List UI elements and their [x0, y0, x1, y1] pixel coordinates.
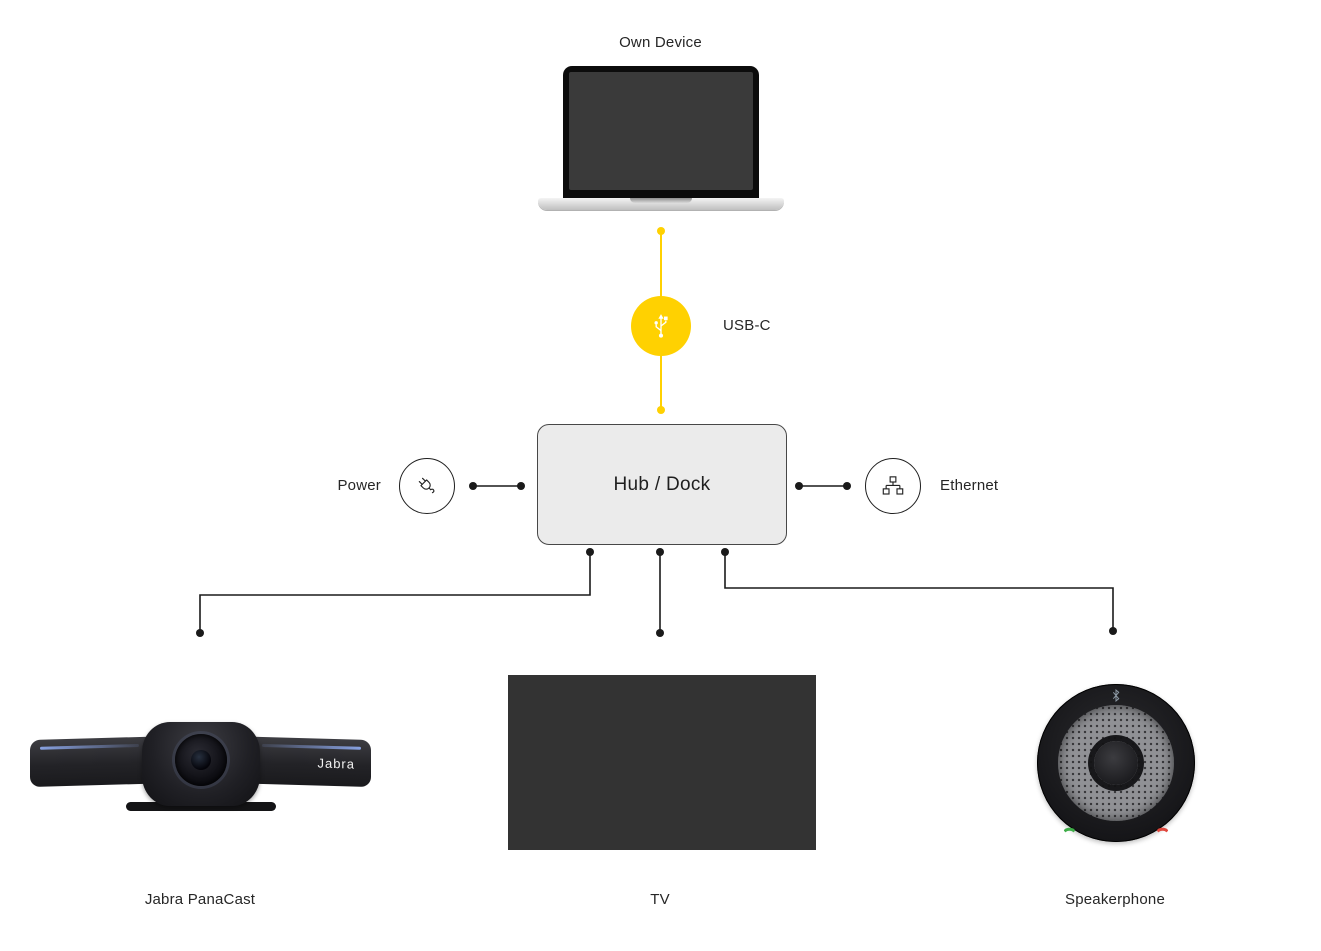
speakerphone-illustration	[1037, 684, 1195, 842]
speakerphone-label: Speakerphone	[1065, 891, 1165, 908]
panacast-camera-drum	[141, 722, 260, 806]
laptop-notch	[630, 198, 692, 203]
panacast-base	[125, 802, 276, 811]
power-node	[399, 458, 455, 514]
power-label: Power	[337, 477, 381, 494]
hub-dock-node: Hub / Dock	[537, 424, 787, 545]
speakerphone-grille	[1058, 705, 1174, 821]
usb-c-node	[631, 296, 691, 356]
panacast-label: Jabra PanaCast	[144, 891, 256, 908]
ethernet-icon	[882, 476, 904, 495]
laptop-base	[538, 198, 784, 210]
power-plug-icon	[418, 477, 435, 494]
usb-c-label: USB-C	[723, 317, 771, 334]
laptop-illustration	[538, 66, 784, 212]
laptop-display	[569, 72, 753, 190]
laptop-screen	[563, 66, 759, 198]
tv-label: TV	[650, 891, 670, 908]
own-device-label: Own Device	[619, 34, 702, 51]
tv-illustration	[508, 675, 816, 850]
speakerphone-center-button	[1094, 741, 1138, 785]
bluetooth-icon	[1112, 689, 1121, 702]
end-call-icon	[1156, 825, 1169, 833]
ethernet-node	[865, 458, 921, 514]
answer-call-icon	[1063, 825, 1076, 833]
panacast-illustration: Jabra	[28, 702, 373, 817]
usb-icon	[654, 314, 668, 338]
ethernet-label: Ethernet	[940, 477, 999, 494]
camera-lens-icon	[174, 733, 227, 786]
hub-dock-label: Hub / Dock	[613, 473, 711, 495]
panacast-brand-text: Jabra	[317, 755, 355, 772]
